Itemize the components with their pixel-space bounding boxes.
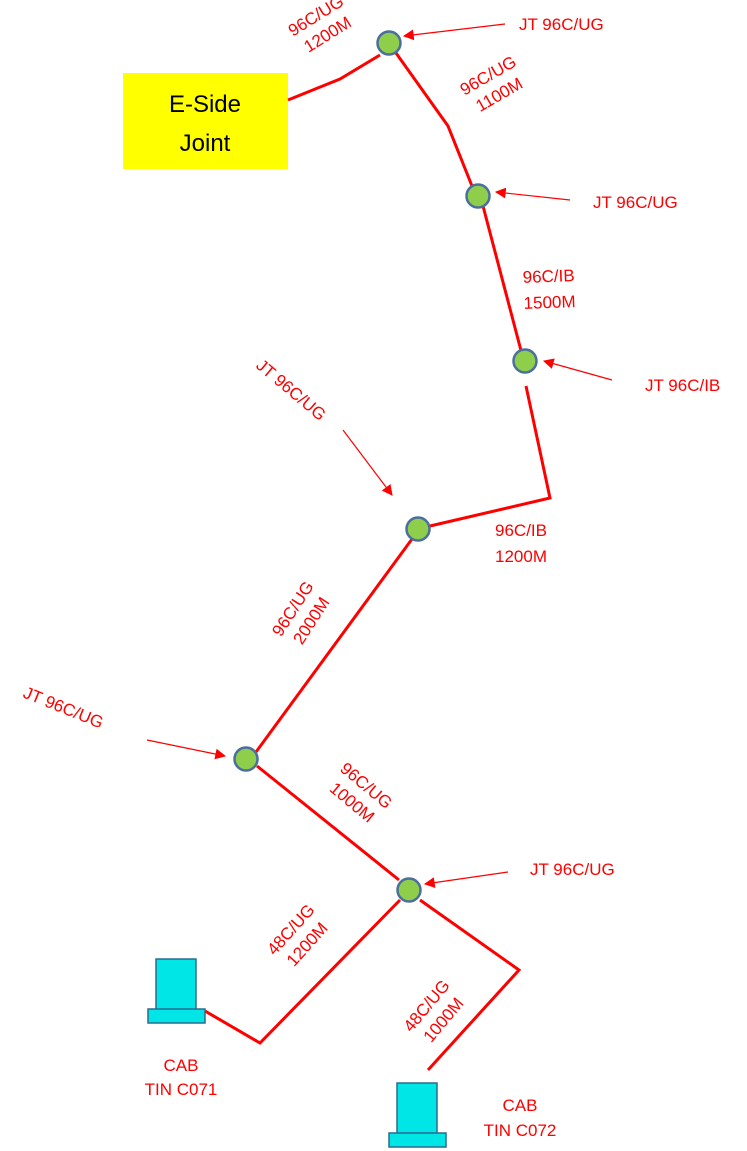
cabinet-2-label-line2: TIN C072: [484, 1121, 557, 1140]
cable-2-label: 96C/UG 1100M: [457, 52, 526, 116]
cable-segment-j3-to-j4: [429, 385, 552, 528]
cable-segment-j6-to-cab1: [204, 898, 402, 1045]
joint-node-5: [233, 746, 259, 772]
cable-3-length: 1500M: [523, 292, 576, 313]
joint-4-arrow: [342, 429, 393, 496]
joint-1-arrow: [402, 23, 506, 41]
cabinet-1-label-line1: CAB: [164, 1056, 199, 1075]
joint-node-2: [465, 183, 491, 209]
cable-segment-esj-to-j1: [287, 53, 381, 102]
cable-segment-j2-to-j3: [481, 205, 526, 363]
cable-8-label: 48C/UG 1000M: [400, 976, 468, 1046]
cabinet-2: [388, 1082, 447, 1148]
e-side-joint-box: E-Side Joint: [123, 73, 288, 169]
joint-4-label: JT 96C/UG: [252, 356, 329, 425]
e-side-joint-label-line2: Joint: [180, 130, 231, 157]
cable-3-type: 96C/IB: [522, 266, 575, 287]
joint-node-6: [396, 877, 422, 903]
e-side-joint-label-line1: E-Side: [169, 91, 241, 118]
joint-6-arrow: [423, 871, 509, 888]
joint-2-label: JT 96C/UG: [593, 193, 678, 212]
joint-1-label: JT 96C/UG: [519, 15, 604, 34]
cable-segment-j1-to-j2: [394, 52, 478, 197]
cable-4-label: 96C/IB 1200M: [495, 521, 547, 566]
cable-3-label: 96C/IB 1500M: [522, 266, 576, 313]
cabinet-1-body: [155, 958, 197, 1012]
cable-4-type: 96C/IB: [495, 521, 547, 540]
joint-5-label: JT 96C/UG: [21, 683, 107, 732]
cabinet-1: [147, 958, 206, 1024]
cable-6-label: 96C/UG 1000M: [326, 759, 396, 827]
cabinet-1-base: [147, 1008, 206, 1024]
joint-node-4: [405, 516, 431, 542]
cable-7-label: 48C/UG 1200M: [263, 900, 331, 970]
cabinet-2-body: [396, 1082, 438, 1136]
joint-2-arrow: [494, 187, 571, 201]
joint-6-label: JT 96C/UG: [530, 860, 615, 879]
cable-5-label: 96C/UG 2000M: [268, 578, 333, 648]
cabinet-2-base: [388, 1132, 447, 1148]
cable-segment-j4-to-j5: [254, 538, 414, 753]
cable-segment-j5-to-j6: [256, 764, 400, 882]
cable-segment-j6-to-cab2: [419, 898, 522, 1072]
joint-3-arrow: [542, 358, 613, 381]
cable-4-length: 1200M: [495, 547, 547, 566]
cable-1-label: 96C/UG 1200M: [285, 0, 355, 56]
joint-node-1: [376, 30, 402, 56]
joint-5-arrow: [146, 739, 227, 760]
cabinet-2-label-line1: CAB: [503, 1096, 538, 1115]
joint-node-3: [512, 348, 538, 374]
joint-3-label: JT 96C/IB: [645, 376, 720, 395]
cabinet-1-label-line2: TIN C071: [145, 1080, 218, 1099]
e-side-joint-box-fill: [123, 73, 288, 169]
